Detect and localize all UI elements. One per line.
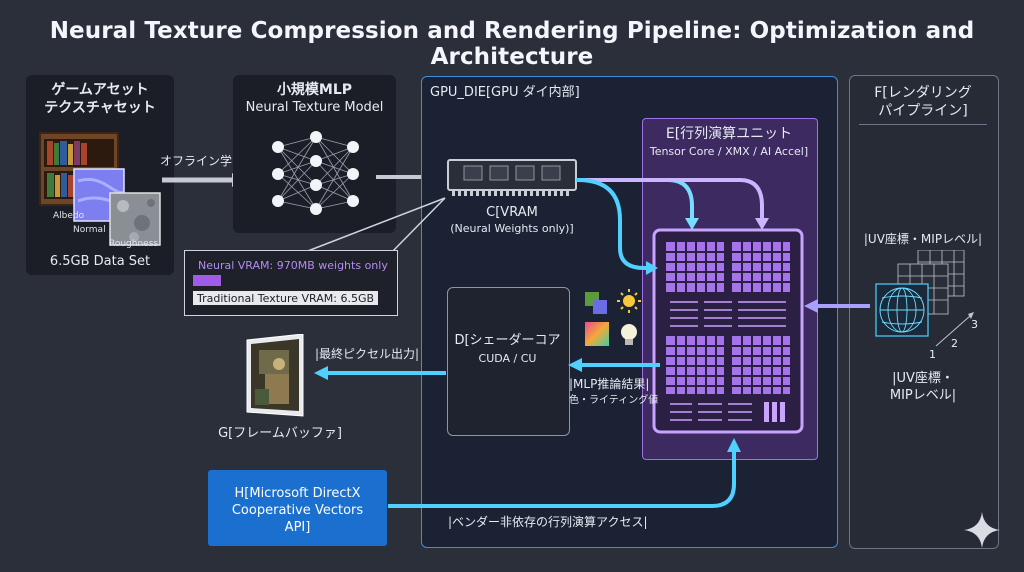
gpu-die-label: GPU_DIE[GPU ダイ内部] [430,85,580,100]
vram-callout-pointer [299,197,446,255]
mlp-result-sublabel: 色・ライティング値 [569,395,659,406]
mip-level-grids-icon [875,250,974,347]
render-pipeline-title-1: F[レンダリング [874,85,972,101]
neural-vram-text: Neural VRAM: 970MB weights only [198,259,388,272]
dataset-label: 6.5GB Data Set [49,254,151,269]
traditional-vram-text: Traditional Texture VRAM: 6.5GB [197,292,375,305]
mlp-panel: 小規模MLP Neural Texture Model [233,75,396,233]
uv-mip-bottom-label-2: MIPレベル| [889,388,957,403]
albedo-label: Albedo [53,211,85,221]
offline-training-label: オフライン学習 [160,154,245,168]
mip-number-3: 3 [971,318,978,331]
uv-mip-top-label: |UV座標・MIPレベル| [863,232,983,246]
vram-chip-icon [447,159,577,196]
matrix-unit-title: E[行列演算ユニット [665,126,793,142]
frame-buffer-label: G[フレームバッファ] [218,426,342,441]
normal-label: Normal [73,225,106,235]
mip-number-1: 1 [929,348,936,361]
final-pixel-output-label: |最終ピクセル出力| [315,347,420,361]
mlp-title: 小規模MLP [276,82,353,98]
neural-network-icon [272,131,359,215]
sparkle-icon [964,512,1000,548]
mlp-subtitle: Neural Texture Model [245,100,384,115]
shader-core-panel [447,287,570,436]
api-line-3: API] [284,520,311,535]
game-assets-line1: ゲームアセット [51,82,149,98]
frame-buffer-image [246,334,304,417]
mip-number-2: 2 [951,337,958,350]
api-to-matrix-arrow [388,438,741,508]
game-assets-panel: ゲームアセット テクスチャセット Albedo Normal Roughness… [26,75,174,275]
shader-to-framebuffer-arrow [314,366,446,380]
vendor-access-label: |ベンダー非依存の行列演算アクセス| [448,515,648,529]
pipeline-to-matrix-arrow [804,299,870,313]
render-pipeline-divider [859,124,987,125]
page-title: Neural Texture Compression and Rendering… [49,18,975,70]
vram-to-matrix-arrows [576,178,769,275]
mlp-result-label: |MLP推論結果| [569,377,650,391]
matrix-to-shader-arrow [568,358,660,372]
roughness-label: Roughness [109,239,159,249]
neural-vram-bar [193,275,221,286]
directx-api-box [208,470,387,546]
uv-mip-bottom-label-1: |UV座標・ [892,371,954,386]
matrix-unit-subtitle: Tensor Core / XMX / AI Accel] [649,145,809,158]
vram-label-2: (Neural Weights only)] [450,222,574,235]
shader-core-title: D[シェーダーコア [454,333,561,348]
api-line-1: H[Microsoft DirectX [234,486,361,501]
shader-core-subtitle: CUDA / CU [478,352,537,365]
traditional-vram-bar [193,291,378,305]
color-lighting-icons [585,289,641,346]
game-assets-line2: テクスチャセット [44,100,156,116]
texture-set-icon [39,132,161,246]
vram-label-1: C[VRAM [486,205,538,220]
api-line-2: Cooperative Vectors [231,503,364,518]
tensor-core-chip-icon [652,228,804,434]
render-pipeline-title-2: パイプライン] [878,103,968,119]
